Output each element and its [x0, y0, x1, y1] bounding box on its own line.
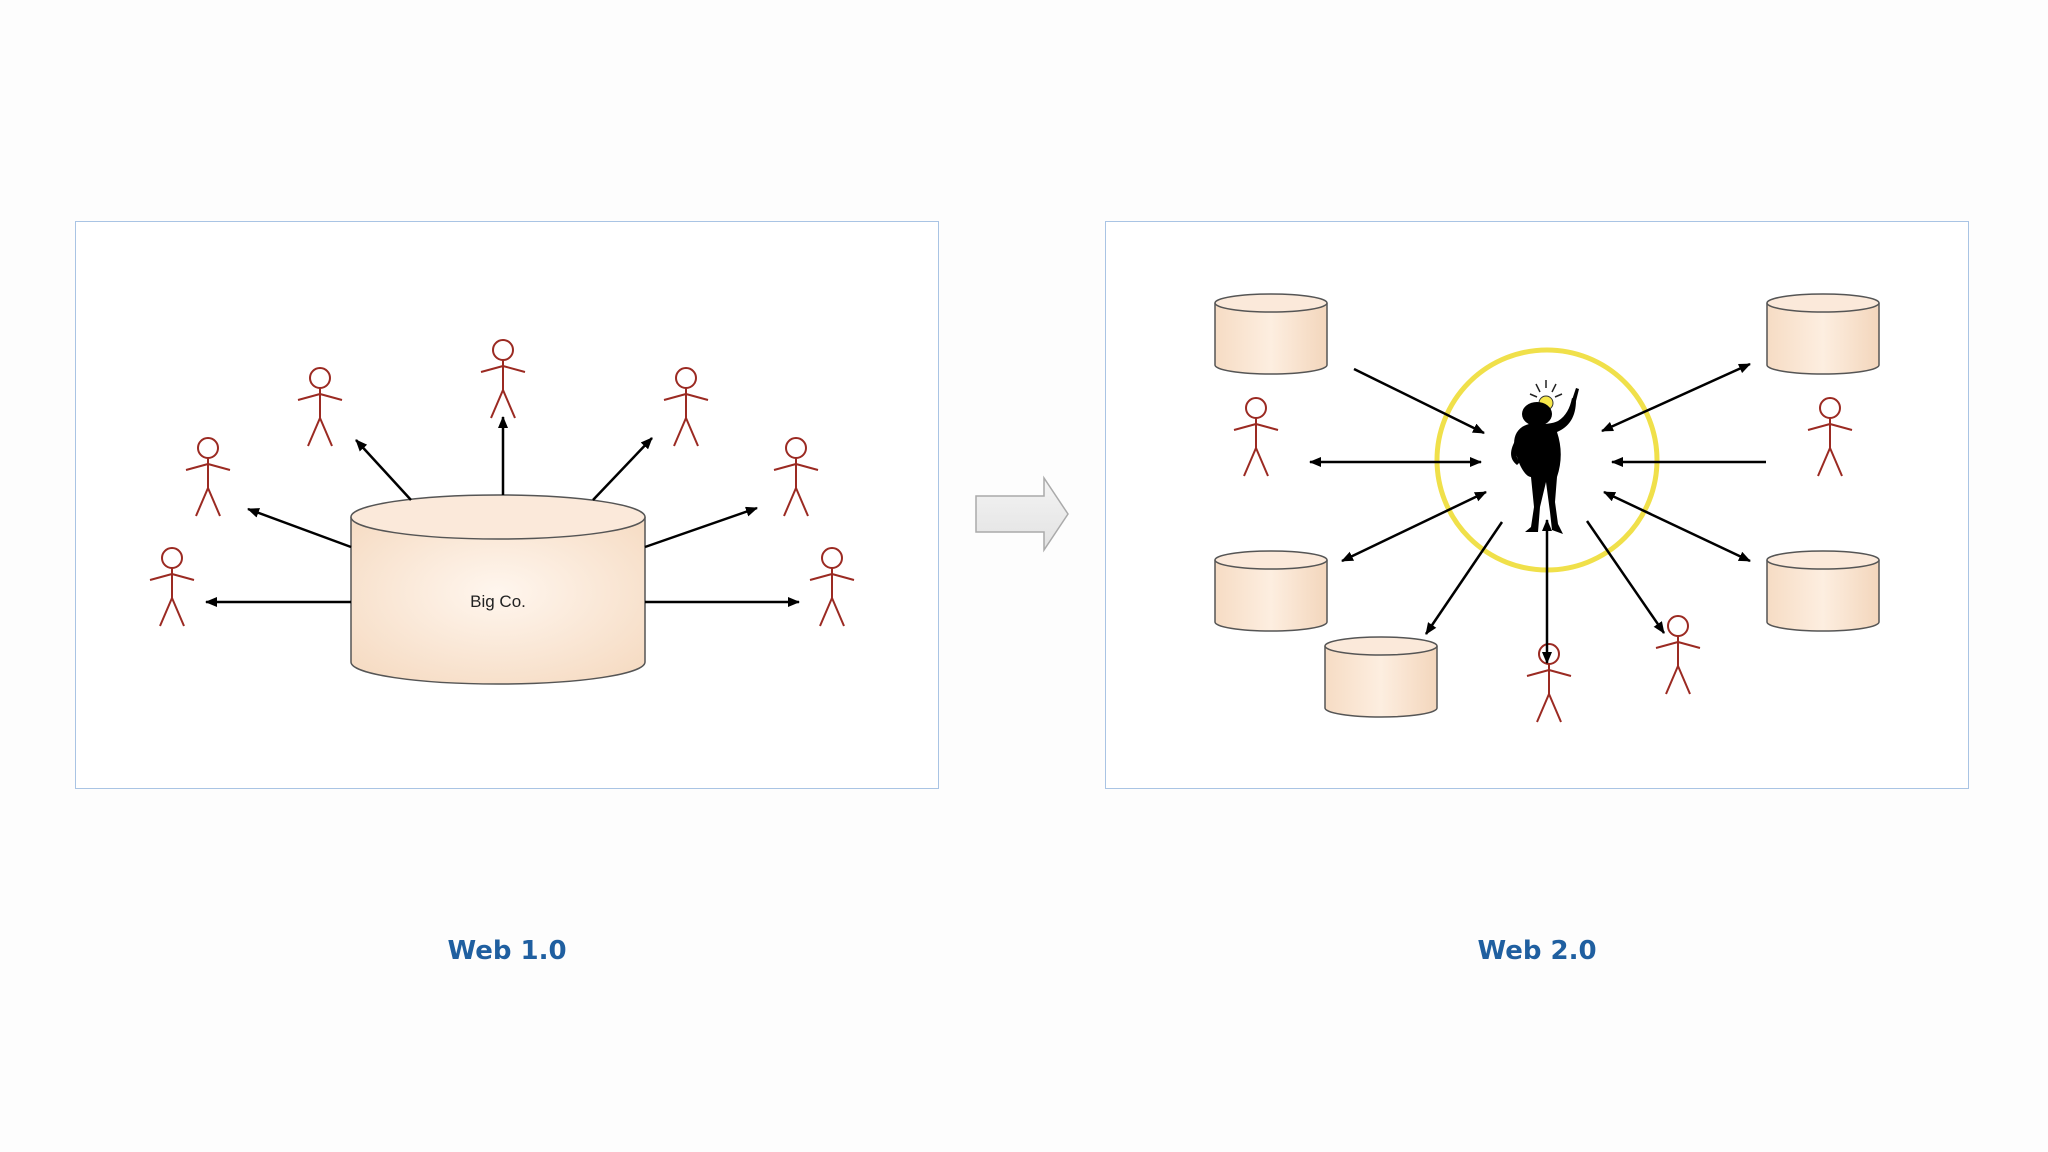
database-icon — [1324, 636, 1438, 718]
arrow-db-mid-right — [1603, 490, 1751, 563]
web1-arrows — [205, 416, 800, 607]
web1-diagram: Big Co. — [149, 339, 855, 685]
web2-diagram — [1214, 293, 1880, 723]
arrow-db-top-right — [1601, 362, 1751, 433]
web2-caption: Web 2.0 — [1477, 936, 1597, 966]
arrow-to-user-3 — [355, 439, 412, 501]
person-icon — [297, 367, 343, 447]
database-icon — [1766, 293, 1880, 375]
person-icon — [480, 339, 526, 419]
person-icon — [773, 437, 819, 517]
big-co-label: Big Co. — [470, 592, 526, 611]
arrow-to-user-6 — [644, 506, 758, 549]
arrow-person-bottom-right — [1585, 520, 1666, 634]
person-icon — [809, 547, 855, 627]
web2-arrows — [1309, 362, 1766, 664]
web1-caption: Web 1.0 — [447, 936, 567, 966]
arrow-db-bottom — [1424, 521, 1504, 635]
person-icon — [149, 547, 195, 627]
person-icon — [185, 437, 231, 517]
database-icon — [1214, 550, 1328, 632]
person-icon — [1807, 397, 1853, 477]
person-icon — [1655, 615, 1701, 695]
person-icon — [663, 367, 709, 447]
database-icon — [1766, 550, 1880, 632]
arrow-to-user-2 — [247, 507, 352, 549]
person-icon — [1526, 643, 1572, 723]
person-icon — [1233, 397, 1279, 477]
arrow-to-user-5 — [592, 437, 653, 501]
arrow-db-mid-left — [1341, 490, 1487, 563]
database-icon — [1214, 293, 1328, 375]
arrow-db-top-left — [1353, 367, 1485, 435]
big-co-database: Big Co. — [350, 494, 646, 685]
right-arrow-icon — [975, 475, 1069, 553]
web1-diagram-panel: Big Co. — [75, 221, 939, 789]
thinking-person-lightbulb-icon — [1511, 380, 1579, 534]
web2-diagram-panel — [1105, 221, 1969, 789]
